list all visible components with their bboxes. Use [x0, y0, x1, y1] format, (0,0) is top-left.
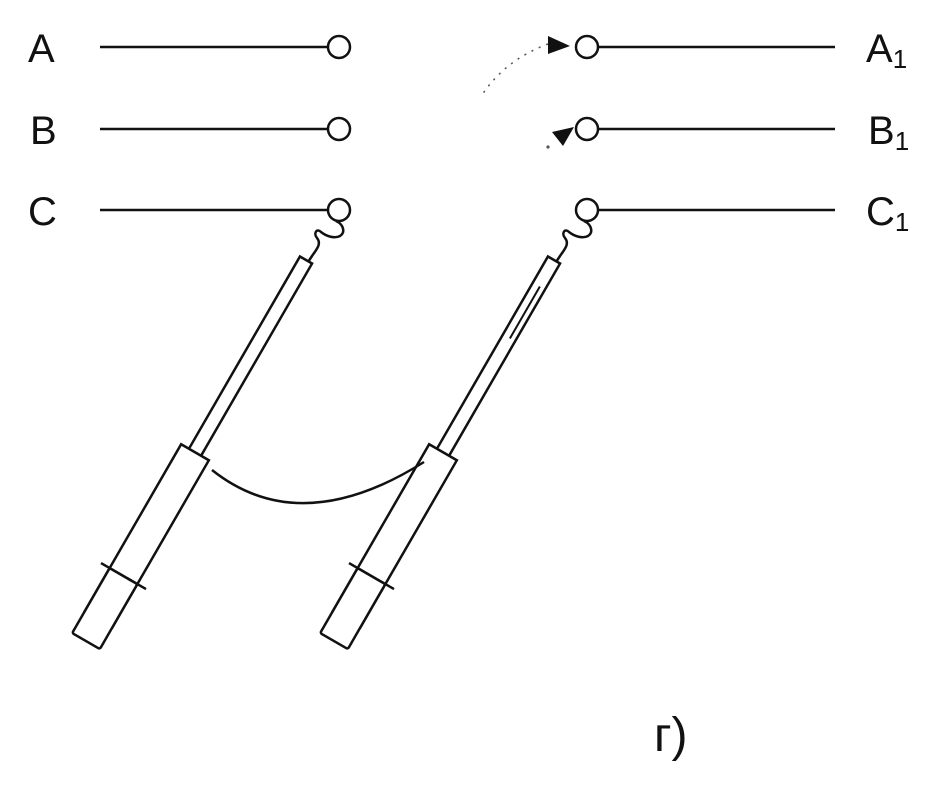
label-B1-letter: B — [868, 109, 895, 153]
terminal-A — [326, 34, 352, 60]
label-C: C — [28, 190, 57, 234]
grounding-rod-left — [71, 254, 314, 650]
terminal-A1 — [574, 34, 600, 60]
arrowhead-A1 — [548, 36, 570, 54]
hook-left — [305, 219, 345, 265]
connecting-cable — [211, 460, 425, 505]
arrowhead-B1 — [552, 127, 574, 146]
rod-shaft-left — [185, 254, 314, 461]
rod-shaft-groove-right — [509, 285, 541, 339]
label-C1-subscript: 1 — [894, 207, 910, 237]
terminal-C1 — [574, 197, 600, 223]
terminal-C — [326, 197, 352, 223]
label-B1: B1 — [868, 111, 909, 154]
label-C1-letter: C — [866, 190, 895, 234]
rod-shaft-right — [433, 254, 562, 461]
rod-grip-left — [71, 567, 138, 650]
grounding-rod-right — [319, 254, 562, 650]
terminal-B — [326, 116, 352, 142]
label-A1: A1 — [866, 29, 907, 72]
rod-grip-right — [319, 567, 386, 650]
label-C1: C1 — [866, 192, 909, 235]
rod-ring-right — [348, 562, 395, 591]
dotted-arc — [481, 43, 549, 96]
label-B1-subscript: 1 — [894, 126, 910, 156]
hook-right — [553, 219, 593, 265]
label-A: A — [28, 27, 55, 71]
figure-caption: г) — [654, 709, 688, 762]
label-B: B — [30, 109, 57, 153]
arc-dot — [546, 145, 550, 149]
terminal-B1 — [574, 116, 600, 142]
label-A1-letter: A — [866, 27, 893, 71]
label-A1-subscript: 1 — [892, 44, 908, 74]
rod-ring-left — [100, 562, 147, 591]
